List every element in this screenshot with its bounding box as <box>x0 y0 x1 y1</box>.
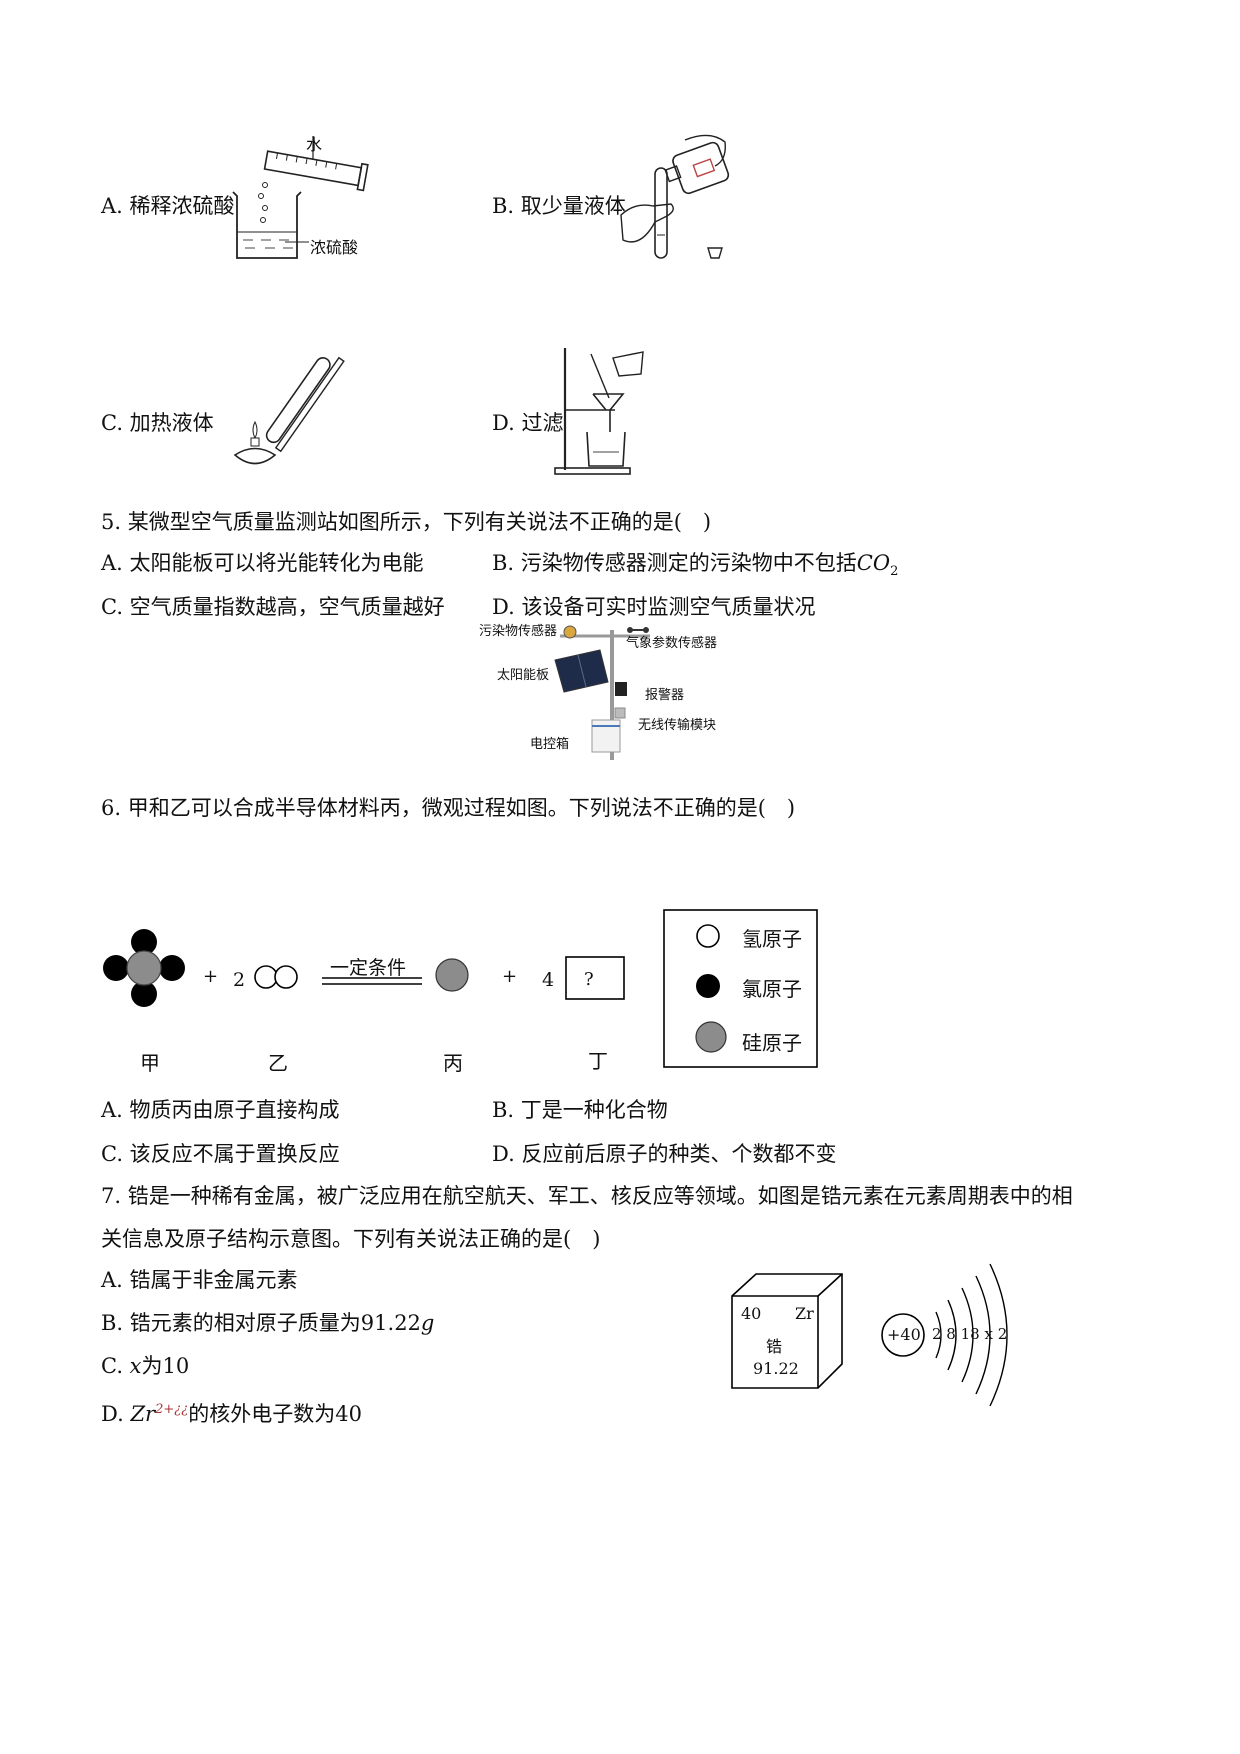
reaction-condition: 一定条件 <box>330 957 407 979</box>
coefficient-ding: 4 <box>542 969 555 991</box>
co2-formula: CO <box>856 551 891 575</box>
q7-stem-line2: 关信息及原子结构示意图。下列有关说法正确的是( ) <box>101 1227 601 1251</box>
q7-stem-line1: 7. 锆是一种稀有金属，被广泛应用在航空航天、军工、核反应等领域。如图是锆元素在… <box>101 1184 1073 1208</box>
legend-silicon: 硅原子 <box>742 1031 802 1055</box>
q6-option-c: C. 该反应不属于置换反应 <box>101 1142 340 1166</box>
plus-sign-2: + <box>502 966 518 987</box>
unknown-product: ? <box>584 969 594 990</box>
conc-acid-label: 浓硫酸 <box>310 238 359 257</box>
monitoring-station-figure <box>554 625 650 760</box>
weather-sensor-label: 气象参数传感器 <box>626 636 718 651</box>
label-yi: 乙 <box>268 1051 288 1075</box>
q7-option-c-text: 为10 <box>141 1354 190 1378</box>
option-b-label: B. 取少量液体 <box>492 194 626 218</box>
reaction-figure <box>103 909 818 1068</box>
q7-mass-value: 91.22 <box>360 1311 421 1335</box>
label-bing: 丙 <box>443 1051 463 1075</box>
q5-option-d: D. 该设备可实时监测空气质量状况 <box>492 595 816 619</box>
atomic-number: 40 <box>741 1304 762 1323</box>
solar-panel-label: 太阳能板 <box>497 668 550 683</box>
label-ding: 丁 <box>588 1049 608 1073</box>
dilute-acid-figure <box>232 136 369 259</box>
control-box-label: 电控箱 <box>530 737 570 752</box>
wireless-label: 无线传输模块 <box>638 718 717 733</box>
q7-x-var: x <box>129 1354 142 1378</box>
q7-option-a: A. 锆属于非金属元素 <box>101 1268 298 1292</box>
q5-stem: 5. 某微型空气质量监测站如图所示，下列有关说法不正确的是( ) <box>101 510 712 534</box>
label-jia: 甲 <box>140 1051 160 1075</box>
atomic-mass: 91.22 <box>753 1359 799 1378</box>
legend-hydrogen: 氢原子 <box>742 927 802 951</box>
q7-option-d-text: 的核外电子数为40 <box>188 1402 362 1426</box>
coefficient-yi: 2 <box>233 969 246 991</box>
q7-option-c: C. x为10 <box>101 1352 189 1380</box>
q7-option-b-text: B. 锆元素的相对原子质量为 <box>101 1311 361 1335</box>
q7-option-d: D. Zr2+¿¿的核外电子数为40 <box>101 1396 362 1428</box>
heat-liquid-figure <box>233 356 345 465</box>
q7-mass-unit: g <box>420 1311 435 1335</box>
q6-option-d: D. 反应前后原子的种类、个数都不变 <box>492 1142 837 1166</box>
q6-option-b: B. 丁是一种化合物 <box>492 1098 668 1122</box>
option-a-label: A. 稀释浓硫酸 <box>101 194 235 218</box>
co2-subscript: 2 <box>890 564 899 580</box>
atomic-structure-figure <box>881 1263 1008 1407</box>
option-c-label: C. 加热液体 <box>101 411 214 435</box>
zr-ion-formula: Zr <box>130 1402 156 1426</box>
water-label: 水 <box>306 135 323 154</box>
q7-option-d-prefix: D. <box>101 1402 131 1426</box>
option-d-label: D. 过滤 <box>492 411 564 435</box>
alarm-label: 报警器 <box>645 688 685 703</box>
zr-ion-charge: 2+¿¿ <box>155 1402 189 1417</box>
nucleus-charge: +40 <box>887 1325 921 1344</box>
q5-option-b: B. 污染物传感器测定的污染物中不包括CO2 <box>492 549 898 586</box>
q5-option-c: C. 空气质量指数越高，空气质量越好 <box>101 595 445 619</box>
pollutant-sensor-label: 污染物传感器 <box>479 624 558 639</box>
q7-option-b: B. 锆元素的相对原子质量为91.22g <box>101 1309 434 1337</box>
q7-option-c-prefix: C. <box>101 1354 130 1378</box>
element-symbol: Zr <box>795 1304 814 1323</box>
take-liquid-figure <box>620 134 730 259</box>
filtration-figure <box>554 348 644 475</box>
electron-shells: 2 8 18 x 2 <box>932 1325 1008 1343</box>
plus-sign-1: + <box>203 966 219 987</box>
q5-option-a: A. 太阳能板可以将光能转化为电能 <box>101 551 424 575</box>
q5-option-b-text: B. 污染物传感器测定的污染物中不包括 <box>492 551 857 575</box>
q6-stem: 6. 甲和乙可以合成半导体材料丙，微观过程如图。下列说法不正确的是( ) <box>101 796 796 820</box>
q6-option-a: A. 物质丙由原子直接构成 <box>101 1098 340 1122</box>
legend-chlorine: 氯原子 <box>742 977 802 1001</box>
element-tile-figure <box>731 1273 843 1389</box>
element-name: 锆 <box>766 1337 783 1356</box>
